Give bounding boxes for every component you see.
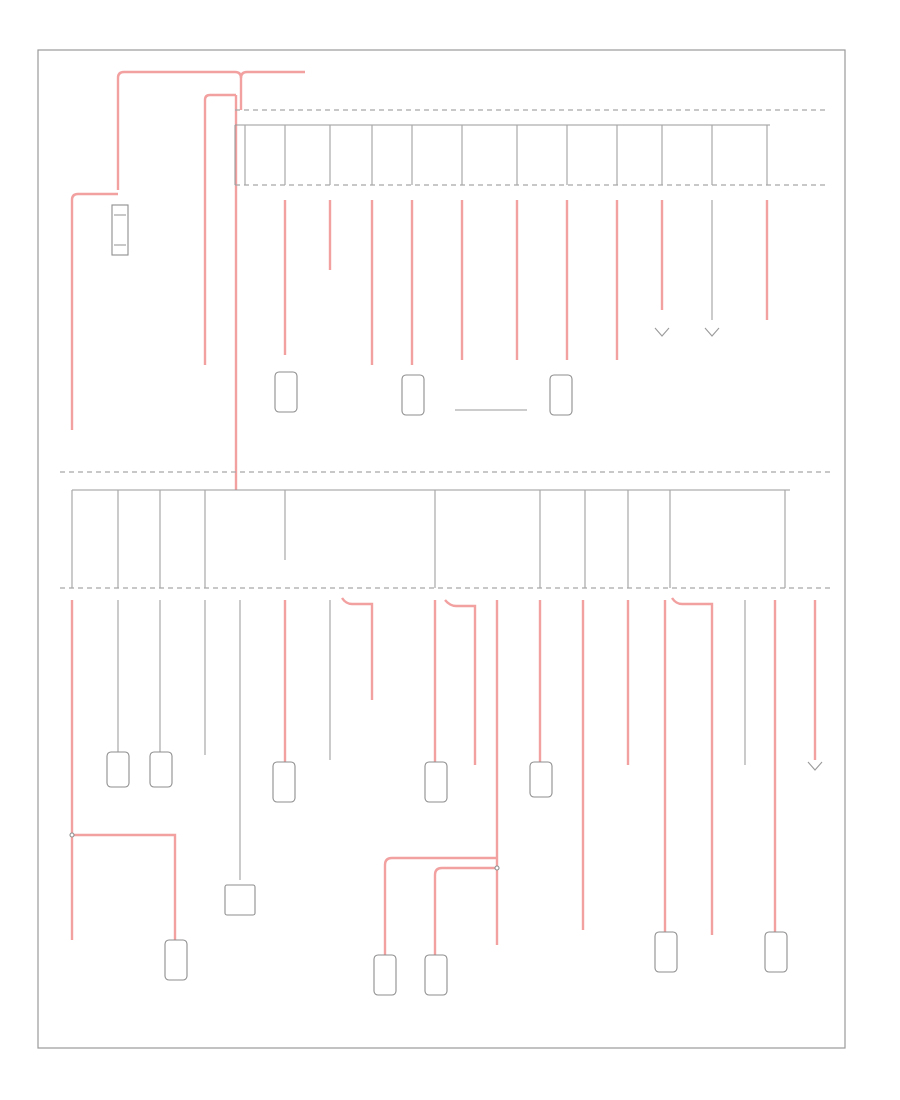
lower-fuse-branches bbox=[70, 597, 817, 960]
connector-icon bbox=[106, 751, 130, 788]
top-fuse-branches bbox=[244, 125, 769, 365]
connector-icon bbox=[401, 374, 425, 416]
underhood-fuse-block bbox=[234, 109, 828, 186]
ground-icon bbox=[704, 327, 720, 337]
connector-icon bbox=[164, 939, 188, 981]
splice-icon bbox=[69, 832, 75, 838]
connector-icon bbox=[424, 954, 448, 996]
ground-icon bbox=[807, 761, 823, 771]
battery-icon bbox=[111, 204, 129, 256]
connector-icon bbox=[274, 371, 298, 413]
fuse-icon bbox=[224, 884, 256, 916]
connector-icon bbox=[272, 761, 296, 803]
connector-icon bbox=[764, 931, 788, 973]
connector-icon bbox=[654, 931, 678, 973]
lower-components bbox=[69, 751, 823, 996]
connector-icon bbox=[424, 761, 448, 803]
splice-icon bbox=[494, 865, 500, 871]
main-power-feed bbox=[70, 70, 305, 490]
instrument-panel-fuse-block bbox=[60, 489, 830, 589]
connector-icon bbox=[549, 374, 573, 416]
connector-icon bbox=[529, 761, 553, 798]
top-components bbox=[274, 327, 720, 416]
connector-icon bbox=[149, 751, 173, 788]
connector-icon bbox=[373, 954, 397, 996]
diagram-frame bbox=[37, 49, 846, 1049]
ground-icon bbox=[654, 327, 670, 337]
